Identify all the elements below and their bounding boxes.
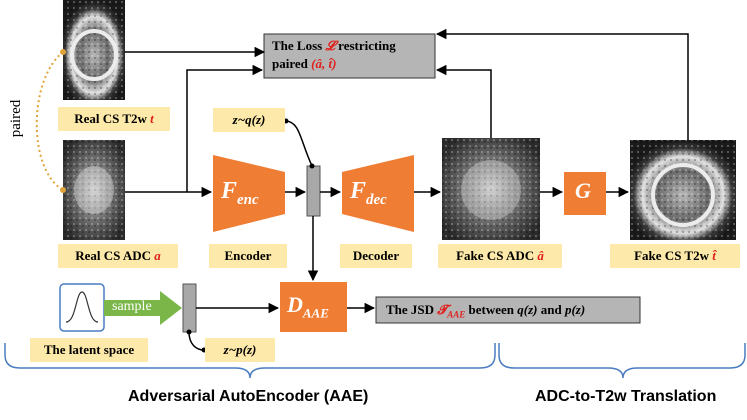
translation-bracket bbox=[498, 343, 746, 379]
fake-adc-image bbox=[442, 138, 540, 240]
label-real-adc: Real CS ADC a bbox=[58, 244, 178, 268]
jsd-box bbox=[375, 296, 641, 324]
aae-bracket bbox=[4, 343, 496, 379]
fake-t2w-image bbox=[630, 140, 736, 240]
flow-lines bbox=[125, 28, 689, 351]
real-t2w-image bbox=[63, 0, 125, 100]
g-block bbox=[564, 172, 606, 215]
label-real-t2w: Real CS T2w t bbox=[58, 107, 170, 131]
daae-label: DAAE bbox=[287, 292, 329, 321]
real-adc-image bbox=[63, 140, 125, 240]
paired-dotted-curve bbox=[35, 51, 64, 191]
decoder-block bbox=[342, 155, 414, 232]
jsd-text: The JSD 𝓣AAE between q(z) and p(z) bbox=[386, 302, 586, 320]
section-aae: Adversarial AutoEncoder (AAE) bbox=[128, 388, 369, 405]
label-decoder: Decoder bbox=[340, 244, 412, 268]
label-latent-space: The latent space bbox=[30, 338, 148, 362]
loss-text: The Loss 𝓛 restricting paired (â, t̂) bbox=[272, 38, 396, 71]
prior-bar bbox=[182, 283, 197, 333]
daae-block bbox=[280, 282, 347, 332]
label-fake-adc: Fake CS ADC â bbox=[438, 244, 562, 268]
label-fake-t2w: Fake CS T2w t̂ bbox=[610, 244, 740, 268]
encoder-block bbox=[213, 155, 285, 232]
label-zp: z~p(z) bbox=[205, 338, 275, 362]
encoder-label: Fenc bbox=[221, 178, 259, 208]
latent-space-icon bbox=[59, 283, 105, 332]
loss-box bbox=[263, 33, 436, 79]
g-label: G bbox=[575, 178, 591, 203]
sample-label: sample bbox=[112, 299, 152, 314]
paired-label: paired bbox=[8, 99, 25, 138]
label-encoder: Encoder bbox=[209, 244, 287, 268]
label-zq: z~q(z) bbox=[213, 108, 285, 132]
section-translation: ADC-to-T2w Translation bbox=[535, 388, 717, 405]
sample-arrow bbox=[104, 291, 182, 325]
latent-bar bbox=[306, 165, 321, 217]
decoder-label: Fdec bbox=[350, 178, 387, 208]
